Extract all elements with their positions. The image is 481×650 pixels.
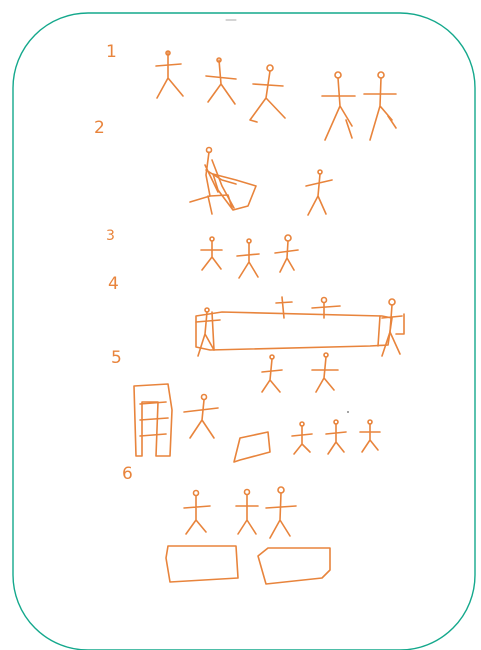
section-number-2: 2 — [94, 120, 105, 137]
stick-figure — [262, 355, 282, 392]
stick-figure — [237, 239, 259, 278]
section-number-5: 5 — [111, 350, 122, 367]
row-2-figures — [190, 148, 332, 216]
stick-figure — [156, 51, 183, 98]
left-table — [166, 546, 238, 582]
row-5-figures — [134, 384, 380, 462]
stick-figure — [312, 353, 338, 392]
row-4-table-scene — [196, 297, 404, 392]
stick-figure — [184, 395, 218, 439]
stick-figure — [275, 235, 298, 272]
stick-figure — [292, 422, 312, 454]
section-number-6: 6 — [122, 466, 133, 483]
section-number-3: 3 — [106, 229, 115, 243]
chair-figure — [190, 148, 256, 215]
row-6-figures — [166, 487, 330, 584]
stick-figure — [364, 72, 396, 140]
stick-figure — [184, 491, 210, 535]
long-table — [196, 312, 392, 350]
rounded-frame — [13, 13, 475, 650]
stick-figure — [276, 297, 292, 318]
stick-figure — [236, 490, 258, 535]
small-table — [234, 432, 270, 462]
stick-figure — [382, 299, 404, 356]
stick-figure — [201, 237, 222, 270]
right-table — [258, 548, 330, 584]
stick-figure — [206, 58, 236, 104]
stick-figure — [306, 170, 332, 215]
row-3-figures — [201, 235, 298, 278]
row-1-figures — [156, 51, 396, 140]
stick-figure — [250, 65, 285, 122]
section-number-4: 4 — [108, 276, 119, 293]
stick-figure — [326, 420, 346, 454]
stick-figure — [360, 420, 380, 452]
stick-figure — [322, 72, 355, 140]
section-number-1: 1 — [106, 44, 117, 61]
stick-figure — [266, 487, 296, 538]
